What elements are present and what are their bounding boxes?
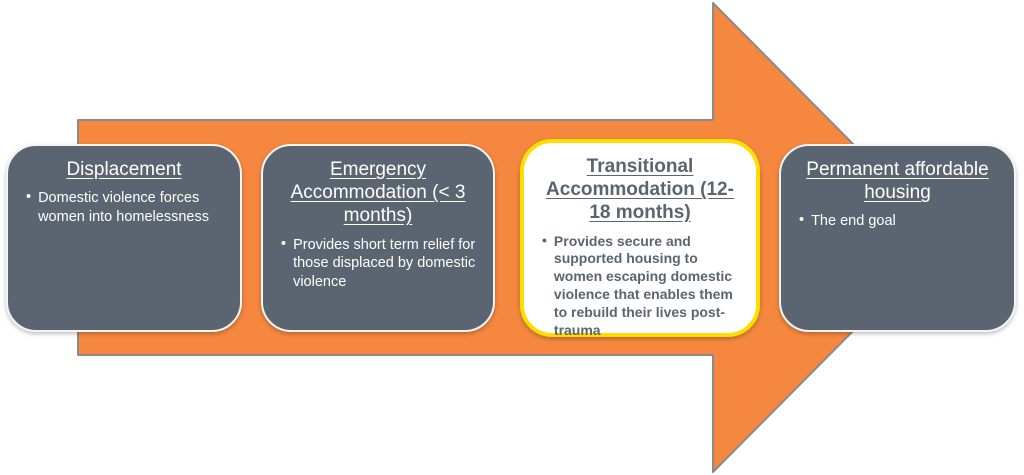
bullet-icon: •: [281, 235, 287, 252]
stage-bullet-item: • Provides secure and supported housing …: [542, 231, 742, 340]
stage-box-emergency-accommodation: Emergency Accommodation (< 3 months) • P…: [261, 144, 495, 332]
bullet-icon: •: [542, 231, 547, 248]
stage-bullet-text: Provides secure and supported housing to…: [553, 232, 733, 339]
stage-title: Transitional Accommodation (12-18 months…: [546, 156, 734, 224]
stage-box-permanent-housing: Permanent affordable housing • The end g…: [779, 144, 1016, 332]
stage-bullet-item: • The end goal: [799, 212, 1000, 231]
stage-bullet-item: • Domestic violence forces women into ho…: [26, 189, 226, 226]
stage-box-transitional-accommodation: Transitional Accommodation (12-18 months…: [520, 139, 760, 340]
stage-box-displacement: Displacement • Domestic violence forces …: [6, 144, 242, 332]
stage-title: Permanent affordable housing: [806, 159, 989, 204]
stage-title: Displacement: [66, 159, 182, 180]
stage-bullet-item: • Provides short term relief for those d…: [281, 236, 479, 292]
process-arrow-shape: [77, 2, 947, 473]
stage-bullet-text: Domestic violence forces women into home…: [38, 190, 209, 225]
stage-title: Emergency Accommodation (< 3 months): [290, 159, 466, 227]
bullet-icon: •: [799, 212, 805, 229]
stage-bullet-text: The end goal: [811, 213, 896, 230]
bullet-icon: •: [26, 189, 32, 206]
stage-bullet-text: Provides short term relief for those dis…: [293, 236, 476, 290]
